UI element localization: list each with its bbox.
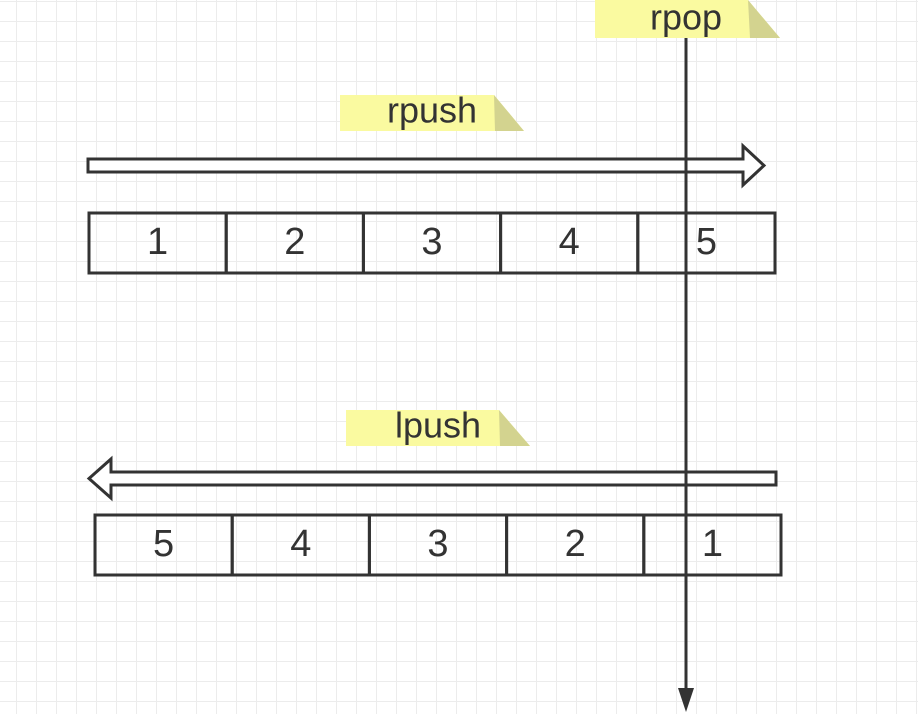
rpush-label: rpush	[340, 90, 524, 131]
lpush-text: lpush	[395, 405, 481, 446]
lpush-list-cell-value: 4	[290, 523, 311, 565]
lpush-arrow	[86, 455, 778, 502]
rpop-arrow-head	[678, 688, 694, 712]
rpush-text: rpush	[387, 90, 477, 131]
rpush-list-cell-value: 3	[421, 221, 442, 263]
rpop-arrow	[678, 38, 694, 712]
lpush-list-cell-value: 5	[153, 523, 174, 565]
lpush-list-cell	[642, 513, 783, 577]
lpush-list-cell-value: 3	[427, 523, 448, 565]
lpush-note-fold	[499, 410, 530, 446]
lpush-label: lpush	[346, 405, 530, 446]
lpush-list-cell-value: 2	[565, 523, 586, 565]
rpush-note-body	[340, 95, 524, 131]
rpush-list-cell-value: 4	[559, 221, 580, 263]
rpush-list-cell-value: 1	[147, 221, 168, 263]
rpush-list-cell-value: 5	[696, 221, 717, 263]
rpush-list: 1 2 3 4 5	[87, 211, 777, 275]
rpop-note-fold	[748, 0, 780, 38]
lpush-list-cell-value: 1	[702, 523, 723, 565]
rpush-list-cell-value: 2	[284, 221, 305, 263]
rpush-arrow	[86, 142, 767, 189]
rpush-list-cell	[636, 211, 777, 275]
rpop-label: rpop	[595, 0, 780, 38]
rpush-note-fold	[494, 95, 524, 131]
lpush-list: 5 4 3 2 1	[93, 513, 783, 577]
rpop-text: rpop	[650, 0, 722, 38]
rpop-note-body	[595, 0, 780, 38]
lpush-note-body	[346, 410, 530, 446]
